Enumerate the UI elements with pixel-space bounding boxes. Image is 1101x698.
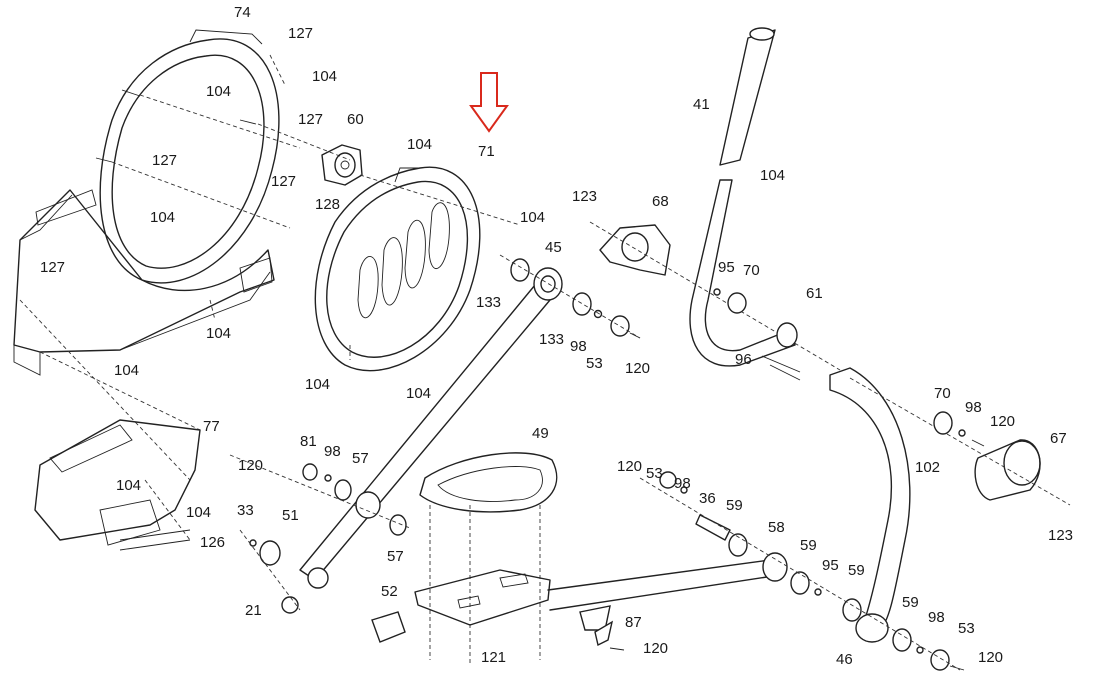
arm-61 — [689, 179, 801, 381]
callout-label: 127 — [298, 111, 323, 128]
callout-label: 98 — [674, 475, 691, 492]
callout-label: 104 — [520, 209, 545, 226]
callout-label: 123 — [572, 188, 597, 205]
callout-label: 133 — [539, 331, 564, 348]
callout-label: 104 — [186, 504, 211, 521]
callout-label: 41 — [693, 96, 710, 113]
pedal-arm-58 — [371, 552, 788, 647]
callout-label: 104 — [312, 68, 337, 85]
frame-tube-45 — [299, 254, 641, 589]
callout-label: 51 — [282, 507, 299, 524]
callout-label: 98 — [324, 443, 341, 460]
callout-label: 59 — [800, 537, 817, 554]
callout-label: 33 — [237, 502, 254, 519]
callout-label: 36 — [699, 490, 716, 507]
callout-label: 74 — [234, 4, 251, 21]
callout-label: 120 — [978, 649, 1003, 666]
callout-label: 52 — [381, 583, 398, 600]
callout-label: 120 — [617, 458, 642, 475]
callout-label: 98 — [965, 399, 982, 416]
callout-label: 59 — [726, 497, 743, 514]
callout-label: 133 — [476, 294, 501, 311]
callout-label: 81 — [300, 433, 317, 450]
callout-label: 127 — [152, 152, 177, 169]
callout-label: 120 — [643, 640, 668, 657]
callout-label: 61 — [806, 285, 823, 302]
callout-label: 59 — [848, 562, 865, 579]
bracket-68 — [589, 221, 841, 371]
callout-label: 70 — [934, 385, 951, 402]
callout-label: 95 — [718, 259, 735, 276]
shroud-ring-74 — [13, 29, 280, 376]
callout-label: 126 — [200, 534, 225, 551]
callout-label: 87 — [625, 614, 642, 631]
hardware-parts — [229, 454, 965, 671]
pedal-pad-49 — [419, 452, 558, 665]
callout-label: 102 — [915, 459, 940, 476]
callout-label: 127 — [271, 173, 296, 190]
callout-label: 98 — [570, 338, 587, 355]
oval-shroud-71 — [314, 166, 521, 372]
assembly-lines-left — [19, 54, 351, 541]
callout-label: 98 — [928, 609, 945, 626]
callout-label: 104 — [116, 477, 141, 494]
callout-label: 104 — [206, 325, 231, 342]
callout-label: 127 — [40, 259, 65, 276]
callout-label: 45 — [545, 239, 562, 256]
handle-41 — [719, 27, 776, 166]
callout-label: 104 — [406, 385, 431, 402]
callout-label: 21 — [245, 602, 262, 619]
callout-label: 95 — [822, 557, 839, 574]
callout-label: 104 — [206, 83, 231, 100]
base-cover-77 — [34, 419, 201, 551]
callout-label: 70 — [743, 262, 760, 279]
callout-label: 128 — [315, 196, 340, 213]
callout-label: 68 — [652, 193, 669, 210]
callout-label: 46 — [836, 651, 853, 668]
callout-label: 104 — [150, 209, 175, 226]
callout-label: 104 — [760, 167, 785, 184]
callout-label: 123 — [1048, 527, 1073, 544]
callout-label: 120 — [625, 360, 650, 377]
callout-label: 60 — [347, 111, 364, 128]
callout-label: 58 — [768, 519, 785, 536]
callout-label: 57 — [387, 548, 404, 565]
callout-label: 59 — [902, 594, 919, 611]
callout-labels: 74 127 104 104 127 127 104 127 127 104 1… — [40, 4, 1073, 668]
callout-label: 104 — [407, 136, 432, 153]
bearing-70-right — [933, 411, 985, 447]
callout-label: 120 — [238, 457, 263, 474]
callout-label: 53 — [958, 620, 975, 637]
bracket-60 — [321, 144, 363, 186]
end-cap-67 — [849, 377, 1071, 506]
callout-label: 71 — [478, 143, 495, 160]
callout-label: 77 — [203, 418, 220, 435]
callout-label: 104 — [114, 362, 139, 379]
callout-label: 104 — [305, 376, 330, 393]
callout-label: 120 — [990, 413, 1015, 430]
callout-label: 127 — [288, 25, 313, 42]
callout-label: 96 — [735, 351, 752, 368]
upright-leg-46 — [829, 367, 911, 643]
callout-label: 67 — [1050, 430, 1067, 447]
callout-label: 57 — [352, 450, 369, 467]
callout-label: 49 — [532, 425, 549, 442]
callout-label: 121 — [481, 649, 506, 666]
highlight-arrow — [469, 72, 509, 133]
callout-label: 53 — [586, 355, 603, 372]
callout-label: 53 — [646, 465, 663, 482]
